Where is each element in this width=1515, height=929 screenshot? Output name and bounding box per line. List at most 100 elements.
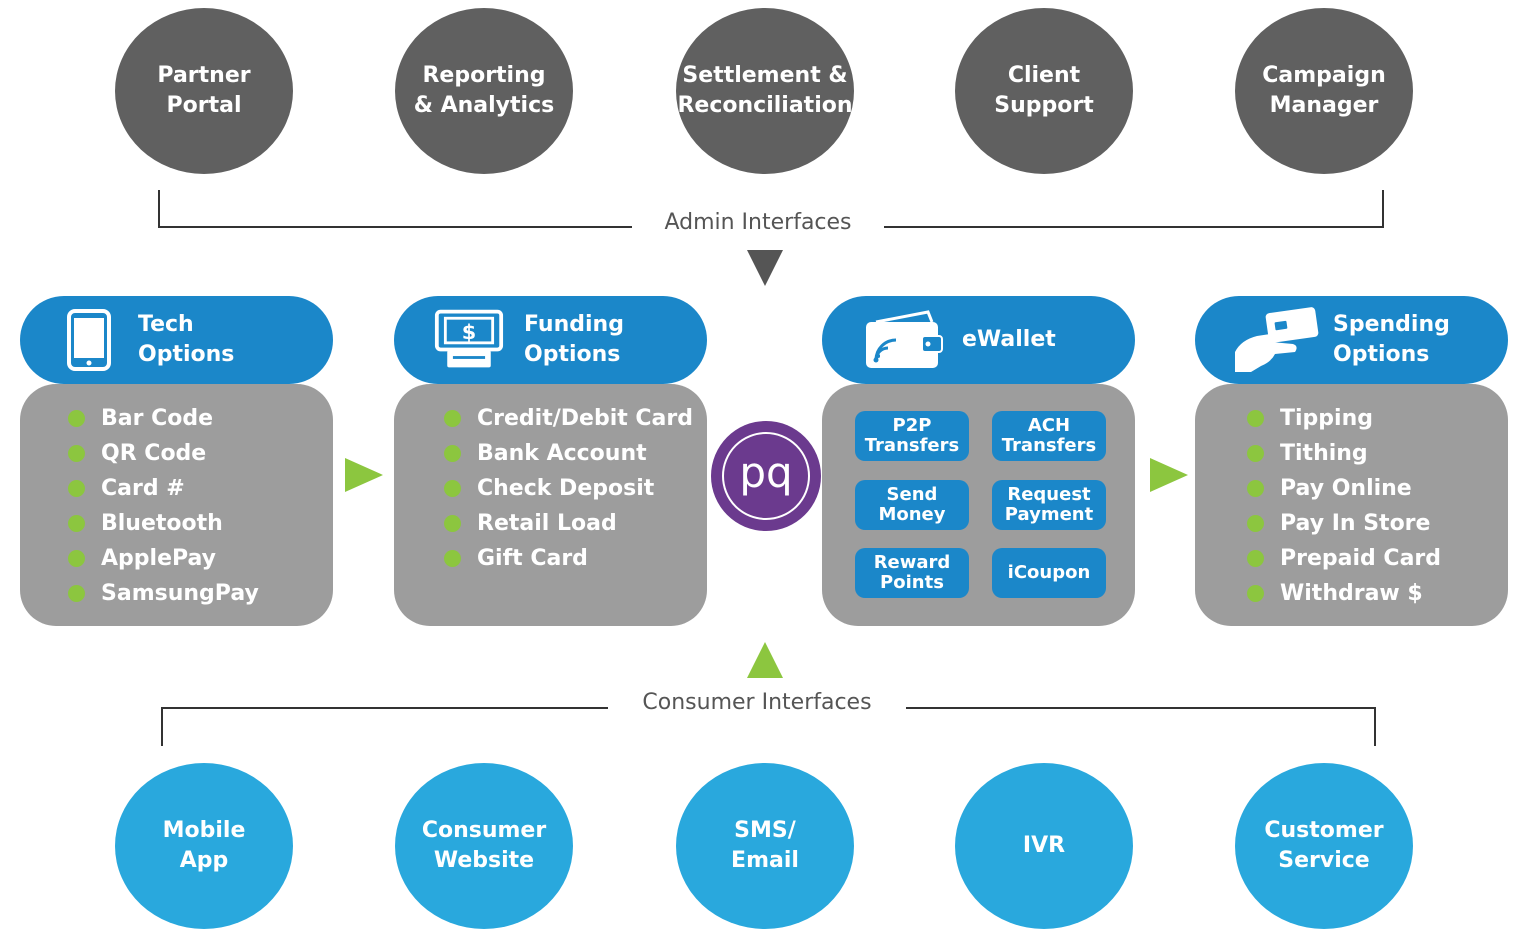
list-item-label: Pay Online xyxy=(1280,476,1412,501)
tile-send-money: Send Money xyxy=(855,480,969,530)
arrow-right-icon xyxy=(345,458,383,492)
admin-label: Settlement & Reconciliation xyxy=(677,63,853,118)
consumer-bracket-right xyxy=(1374,707,1376,746)
bullet-icon xyxy=(444,410,461,427)
list-item-label: Credit/Debit Card xyxy=(477,406,693,431)
bullet-icon xyxy=(444,515,461,532)
bullet-icon xyxy=(68,410,85,427)
admin-label: Reporting & Analytics xyxy=(413,63,555,118)
admin-circle-campaign-manager: Campaign Manager xyxy=(1235,8,1413,174)
list-item-label: SamsungPay xyxy=(101,581,259,606)
bullet-icon xyxy=(1247,550,1264,567)
spending-options-list: Tipping Tithing Pay Online Pay In Store … xyxy=(1247,401,1441,611)
bullet-icon xyxy=(1247,445,1264,462)
admin-interfaces-label: Admin Interfaces xyxy=(632,210,884,235)
consumer-circle-ivr: IVR xyxy=(955,763,1133,929)
list-item-label: Bluetooth xyxy=(101,511,223,536)
funding-options-body: Credit/Debit Card Bank Account Check Dep… xyxy=(394,384,707,626)
bullet-icon xyxy=(444,445,461,462)
bullet-icon xyxy=(444,480,461,497)
admin-circle-partner-portal: Partner Portal xyxy=(115,8,293,174)
tile-label: iCoupon xyxy=(1007,562,1091,583)
tile-icoupon: iCoupon xyxy=(992,548,1106,598)
tech-options-body: Bar Code QR Code Card # Bluetooth AppleP… xyxy=(20,384,333,626)
bullet-icon xyxy=(68,480,85,497)
tile-reward-points: Reward Points xyxy=(855,548,969,598)
list-item: Card # xyxy=(68,471,259,506)
list-item: Credit/Debit Card xyxy=(444,401,693,436)
list-item: SamsungPay xyxy=(68,576,259,611)
admin-bracket-left xyxy=(158,190,160,228)
funding-options-title: Funding Options xyxy=(524,312,624,367)
list-item-label: Check Deposit xyxy=(477,476,655,501)
consumer-bracket-left xyxy=(161,707,163,746)
list-item: Pay In Store xyxy=(1247,506,1441,541)
consumer-circle-website: Consumer Website xyxy=(395,763,573,929)
list-item-label: Gift Card xyxy=(477,546,588,571)
wallet-contactless-icon xyxy=(862,308,944,372)
consumer-circle-sms-email: SMS/ Email xyxy=(676,763,854,929)
admin-label: Partner Portal xyxy=(157,63,251,118)
arrow-down-icon xyxy=(747,250,783,286)
tile-label: ACH Transfers xyxy=(1001,415,1097,456)
ewallet-title: eWallet xyxy=(962,327,1056,352)
list-item-label: Retail Load xyxy=(477,511,617,536)
list-item: QR Code xyxy=(68,436,259,471)
tech-options-header: Tech Options xyxy=(20,296,333,384)
arrow-up-icon xyxy=(747,642,783,678)
bullet-icon xyxy=(68,585,85,602)
admin-circle-client-support: Client Support xyxy=(955,8,1133,174)
bullet-icon xyxy=(444,550,461,567)
admin-bracket-right xyxy=(1382,190,1384,228)
pq-logo: pq xyxy=(711,421,821,531)
list-item-label: Bar Code xyxy=(101,406,214,431)
list-item-label: Bank Account xyxy=(477,441,647,466)
tile-label: Reward Points xyxy=(873,552,951,593)
consumer-label: SMS/ Email xyxy=(731,818,799,873)
bullet-icon xyxy=(68,550,85,567)
consumer-label: Customer Service xyxy=(1264,818,1384,873)
svg-text:$: $ xyxy=(462,320,476,344)
list-item: Retail Load xyxy=(444,506,693,541)
smartphone-icon xyxy=(54,309,124,371)
list-item-label: Tithing xyxy=(1280,441,1368,466)
list-item: Gift Card xyxy=(444,541,693,576)
admin-circle-settlement: Settlement & Reconciliation xyxy=(676,8,854,174)
bullet-icon xyxy=(1247,515,1264,532)
spending-options-title: Spending Options xyxy=(1333,312,1450,367)
bullet-icon xyxy=(1247,585,1264,602)
tech-options-title: Tech Options xyxy=(138,312,235,367)
list-item-label: Card # xyxy=(101,476,185,501)
consumer-interfaces-label: Consumer Interfaces xyxy=(608,690,906,715)
arrow-right-icon xyxy=(1150,458,1188,492)
tile-ach-transfers: ACH Transfers xyxy=(992,411,1106,461)
list-item-label: ApplePay xyxy=(101,546,217,571)
list-item: Tithing xyxy=(1247,436,1441,471)
consumer-circle-customer-service: Customer Service xyxy=(1235,763,1413,929)
list-item: Withdraw $ xyxy=(1247,576,1441,611)
tech-options-list: Bar Code QR Code Card # Bluetooth AppleP… xyxy=(68,401,259,611)
bullet-icon xyxy=(1247,410,1264,427)
admin-label: Client Support xyxy=(994,63,1094,118)
list-item: Bluetooth xyxy=(68,506,259,541)
list-item-label: Tipping xyxy=(1280,406,1373,431)
list-item-label: Prepaid Card xyxy=(1280,546,1442,571)
list-item-label: QR Code xyxy=(101,441,207,466)
spending-options-body: Tipping Tithing Pay Online Pay In Store … xyxy=(1195,384,1508,626)
pq-logo-text: pq xyxy=(722,432,810,520)
list-item: Pay Online xyxy=(1247,471,1441,506)
list-item: Bar Code xyxy=(68,401,259,436)
spending-options-header: Spending Options xyxy=(1195,296,1508,384)
tile-request-payment: Request Payment xyxy=(992,480,1106,530)
list-item: Prepaid Card xyxy=(1247,541,1441,576)
funding-options-list: Credit/Debit Card Bank Account Check Dep… xyxy=(444,401,693,576)
list-item-label: Pay In Store xyxy=(1280,511,1431,536)
funding-options-header: $ Funding Options xyxy=(394,296,707,384)
tile-p2p-transfers: P2P Transfers xyxy=(855,411,969,461)
list-item: Tipping xyxy=(1247,401,1441,436)
bullet-icon xyxy=(68,445,85,462)
admin-circle-reporting: Reporting & Analytics xyxy=(395,8,573,174)
consumer-label: Consumer Website xyxy=(421,818,547,873)
list-item-label: Withdraw $ xyxy=(1280,581,1423,606)
atm-dollar-icon: $ xyxy=(434,307,504,373)
